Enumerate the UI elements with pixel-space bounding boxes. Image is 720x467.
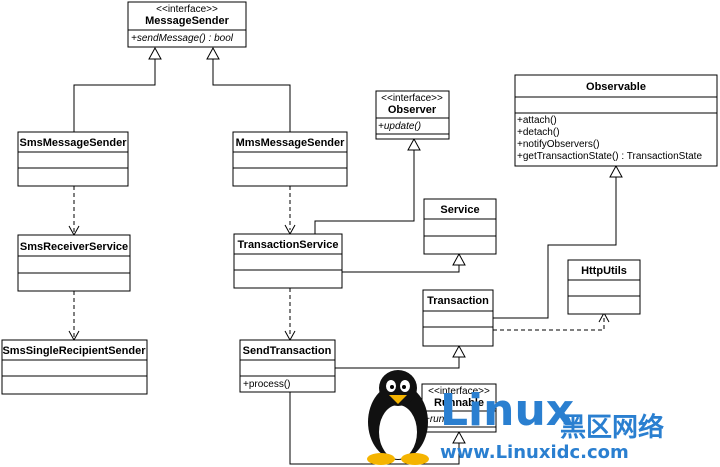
transaction-to-httputils-dep: [493, 318, 605, 331]
runnable-triangle: [452, 430, 466, 444]
class-method: +detach(): [517, 127, 560, 138]
watermark-chinese: 黑区网络: [560, 412, 664, 443]
class-transaction-service: TransactionService: [233, 233, 343, 289]
class-method: +process(): [243, 379, 291, 390]
observable-triangle: [609, 164, 623, 178]
class-method: +run(): [424, 414, 451, 425]
relationships: [68, 46, 623, 465]
send-to-transaction-line: [335, 357, 460, 369]
class-mms-message-sender: MmsMessageSender: [232, 131, 348, 187]
class-method: +notifyObservers(): [517, 139, 600, 150]
sms-sender-to-message-sender-line: [73, 59, 156, 132]
class-method: +getTransactionState() : TransactionStat…: [517, 151, 702, 162]
class-service: Service: [423, 198, 497, 255]
observer-triangle: [407, 137, 421, 151]
tux-penguin-icon: [367, 370, 429, 465]
watermark-brand: Linux: [440, 385, 574, 436]
class-sms-receiver-service: SmsReceiverService: [17, 234, 131, 292]
transaction-to-observable-line: [493, 177, 617, 319]
message-sender-triangle-right: [206, 46, 220, 60]
class-name: MmsMessageSender: [236, 137, 346, 149]
transaction-triangle: [452, 344, 466, 358]
class-sms-single-recipient-sender: SmsSingleRecipientSender: [1, 339, 148, 395]
class-name: Service: [440, 204, 479, 216]
class-name: SmsSingleRecipientSender: [2, 345, 146, 357]
class-name: SmsMessageSender: [20, 137, 128, 149]
class-message-sender: <<interface>> MessageSender +sendMessage…: [127, 1, 247, 48]
class-observer: <<interface>> Observer +update(): [375, 90, 450, 140]
class-method: +sendMessage() : bool: [131, 33, 234, 44]
class-stereotype: <<interface>>: [428, 386, 490, 397]
class-http-utils: HttpUtils: [567, 259, 641, 315]
class-name: MessageSender: [145, 15, 229, 27]
class-name: Transaction: [427, 295, 489, 307]
watermark-url: www.Linuxidc.com: [440, 442, 629, 463]
service-triangle: [452, 252, 466, 266]
watermark: Linux 黑区网络 www.Linuxidc.com: [367, 370, 664, 465]
class-method: +attach(): [517, 115, 557, 126]
transaction-service-to-service-line: [342, 265, 460, 273]
mms-sender-to-message-sender-line: [212, 59, 291, 132]
class-name: Runnable: [434, 397, 484, 409]
transaction-service-to-observer-line: [314, 150, 415, 234]
class-method: +update(): [378, 121, 421, 132]
class-name: Observer: [388, 104, 437, 116]
class-stereotype: <<interface>>: [156, 4, 218, 15]
class-transaction: Transaction: [422, 289, 494, 347]
class-stereotype: <<interface>>: [381, 93, 443, 104]
class-name: Observable: [586, 81, 646, 93]
message-sender-triangle-left: [148, 46, 162, 60]
class-runnable: <<interface>> Runnable +run(): [421, 383, 497, 433]
class-observable: Observable +attach() +detach() +notifyOb…: [514, 74, 718, 167]
class-send-transaction: SendTransaction +process(): [239, 339, 336, 393]
class-sms-message-sender: SmsMessageSender: [17, 131, 129, 187]
class-name: SendTransaction: [243, 345, 332, 357]
class-name: HttpUtils: [581, 265, 627, 277]
class-name: SmsReceiverService: [20, 241, 128, 253]
class-name: TransactionService: [238, 239, 339, 251]
